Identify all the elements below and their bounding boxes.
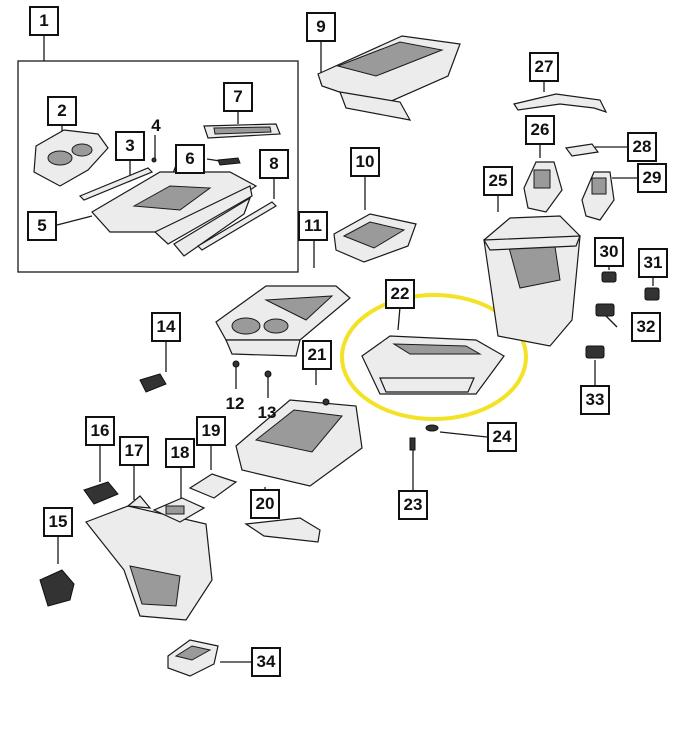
part-19-drawing — [188, 473, 238, 499]
callout-3: 3 — [115, 131, 145, 161]
callout-14: 14 — [151, 312, 181, 342]
part-8-drawing — [197, 201, 277, 251]
part-25-drawing — [482, 215, 581, 347]
callout-32: 32 — [631, 312, 661, 342]
callout-30: 30 — [594, 237, 624, 267]
part-6-clip-drawing — [217, 157, 241, 166]
callout-34: 34 — [251, 647, 281, 677]
part-13-drawing — [264, 370, 272, 378]
part-9-drawing — [317, 35, 461, 121]
callout-16: 16 — [85, 416, 115, 446]
callout-25: 25 — [483, 166, 513, 196]
part-15-drawing — [39, 569, 75, 607]
callout-29: 29 — [637, 163, 667, 193]
part-2-drawing — [33, 129, 109, 187]
callout-1: 1 — [29, 6, 59, 36]
callout-15: 15 — [43, 507, 73, 537]
part-32-drawing — [595, 303, 615, 317]
callout-8: 8 — [259, 149, 289, 179]
part-34-drawing — [167, 639, 219, 677]
callout-27: 27 — [529, 52, 559, 82]
part-21-drawing — [235, 398, 363, 487]
callout-18: 18 — [165, 438, 195, 468]
part-4-drawing — [151, 157, 157, 163]
callout-28: 28 — [627, 132, 657, 162]
part-16-drawing — [83, 481, 119, 505]
callout-7: 7 — [223, 82, 253, 112]
callout-24: 24 — [487, 422, 517, 452]
callout-33: 33 — [580, 385, 610, 415]
callout-10: 10 — [350, 147, 380, 177]
part-10-drawing — [333, 213, 417, 263]
callout-6: 6 — [175, 144, 205, 174]
callout-20: 20 — [250, 489, 280, 519]
callout-4: 4 — [151, 116, 161, 135]
part-18-drawing — [152, 497, 206, 523]
callout-19: 19 — [196, 416, 226, 446]
part-12-drawing — [232, 360, 240, 368]
part-5-6-drawing — [91, 171, 258, 257]
part-29-drawing — [581, 171, 615, 221]
highlight-ellipse — [340, 293, 528, 421]
callout-21: 21 — [302, 340, 332, 370]
callout-22: 22 — [385, 279, 415, 309]
part-27-drawing — [513, 93, 608, 114]
part-31-drawing — [644, 287, 660, 301]
part-30-drawing — [601, 271, 617, 283]
callout-23: 23 — [398, 490, 428, 520]
callout-2: 2 — [47, 96, 77, 126]
part-7-drawing — [203, 123, 281, 139]
part-33-drawing — [585, 345, 605, 359]
assembly-group-box — [17, 60, 299, 273]
callout-12: 12 — [225, 394, 245, 413]
part-20-drawing — [244, 517, 321, 543]
part-28-drawing — [564, 143, 600, 157]
callout-31: 31 — [638, 248, 668, 278]
callout-13: 13 — [257, 403, 277, 422]
callout-11: 11 — [298, 211, 328, 241]
part-23-drawing — [409, 437, 416, 451]
callout-5: 5 — [27, 211, 57, 241]
part-24-drawing — [425, 424, 439, 432]
callout-9: 9 — [306, 12, 336, 42]
part-26-drawing — [523, 161, 563, 213]
part-14-drawing — [139, 373, 167, 393]
part-3-drawing — [78, 167, 154, 201]
callout-17: 17 — [119, 436, 149, 466]
part-17-drawing — [85, 495, 213, 621]
part-11-drawing — [215, 285, 351, 357]
part-22-drawing — [361, 335, 505, 395]
callout-26: 26 — [525, 115, 555, 145]
